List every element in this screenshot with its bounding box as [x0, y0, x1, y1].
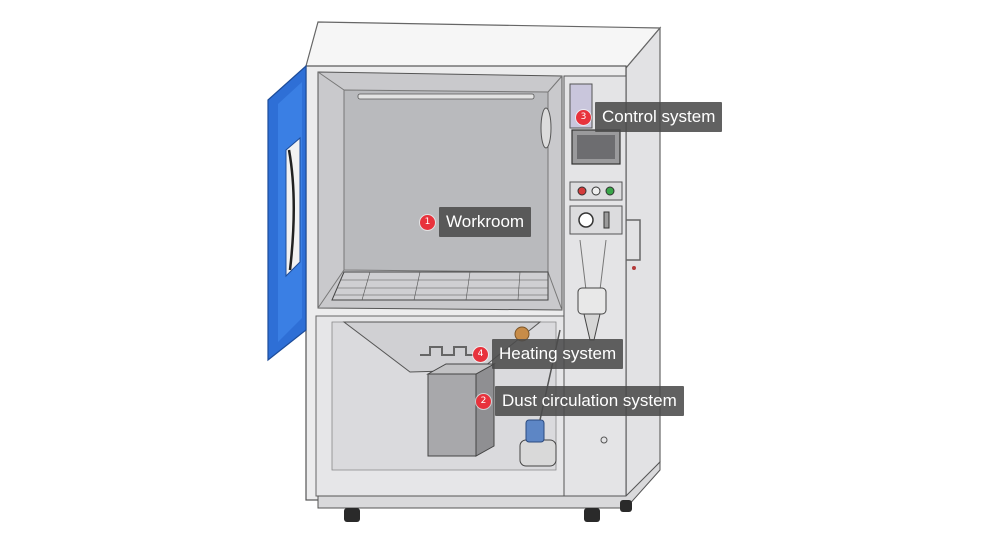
workroom-side-port [540, 107, 552, 149]
workroom-top-rail [357, 93, 535, 100]
callout-label: Heating system [492, 339, 624, 369]
knob-panel [569, 205, 623, 235]
cabinet-top [305, 21, 662, 69]
sample-shelf [331, 271, 549, 301]
callout-number-badge: 4 [473, 346, 488, 362]
pump-motor [519, 439, 557, 467]
callout-number-badge: 1 [420, 214, 435, 230]
callout-label: Dust circulation system [495, 386, 684, 416]
cabinet-right-side [625, 26, 661, 502]
callout-number-badge: 2 [476, 393, 491, 409]
callout-number-badge: 3 [576, 109, 591, 125]
callout-heating-system: 4 Heating system [473, 339, 624, 369]
callout-label: Control system [595, 102, 723, 132]
door-handle-icon [287, 149, 296, 271]
callout-workroom: 1 Workroom [420, 207, 532, 237]
callout-dust-circulation-system: 2 Dust circulation system [476, 386, 684, 416]
filter-cylinder [577, 287, 607, 315]
heating-element [420, 346, 478, 356]
workroom-inner [343, 89, 549, 273]
circulation-fan-housing [427, 373, 477, 457]
caster-wheel-icon [344, 500, 632, 522]
cabinet-base [317, 460, 661, 509]
callout-control-system: 3 Control system [576, 102, 723, 132]
callout-label: Workroom [439, 207, 532, 237]
